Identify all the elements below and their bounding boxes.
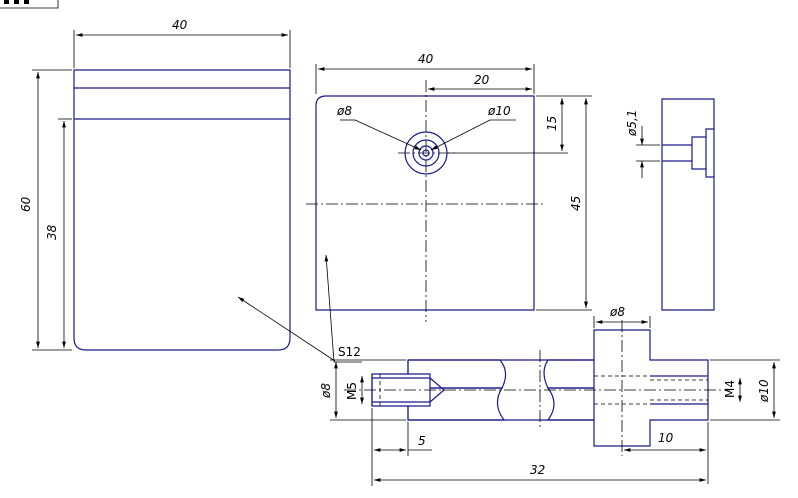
dim-hole-d10: ø10 [487, 104, 511, 118]
dim-front-width: 40 [418, 52, 434, 66]
side-section: ø5,1 [625, 98, 715, 311]
dim-bottom-m4: M4 [723, 380, 737, 398]
dim-side-hole: ø5,1 [625, 110, 639, 137]
dim-left-height-total: 60 [19, 196, 33, 212]
bottom-section: ø8 ø8 M5 M4 ø10 5 10 32 [319, 305, 780, 486]
dim-bottom-5: 5 [418, 434, 426, 448]
front-view: ø8 ø10 40 20 45 15 S12 [306, 52, 592, 363]
dim-bottom-d8-top: ø8 [609, 305, 625, 319]
dim-thickness: S12 [338, 345, 361, 359]
dim-left-height-inner: 38 [45, 224, 59, 240]
dim-front-height: 45 [569, 196, 583, 211]
dim-hole-d8: ø8 [336, 104, 352, 118]
frame-corner [0, 0, 59, 9]
dim-bottom-32: 32 [530, 463, 545, 477]
dim-bottom-d10: ø10 [757, 379, 771, 403]
dim-left-width: 40 [172, 18, 188, 32]
dim-hole-offset: 15 [545, 116, 559, 131]
dim-bottom-10: 10 [658, 431, 674, 445]
dim-bottom-m5: M5 [345, 382, 359, 400]
dim-bottom-d8-left: ø8 [319, 383, 333, 399]
left-view: 40 60 38 [19, 18, 336, 362]
dim-front-half-width: 20 [474, 73, 490, 87]
